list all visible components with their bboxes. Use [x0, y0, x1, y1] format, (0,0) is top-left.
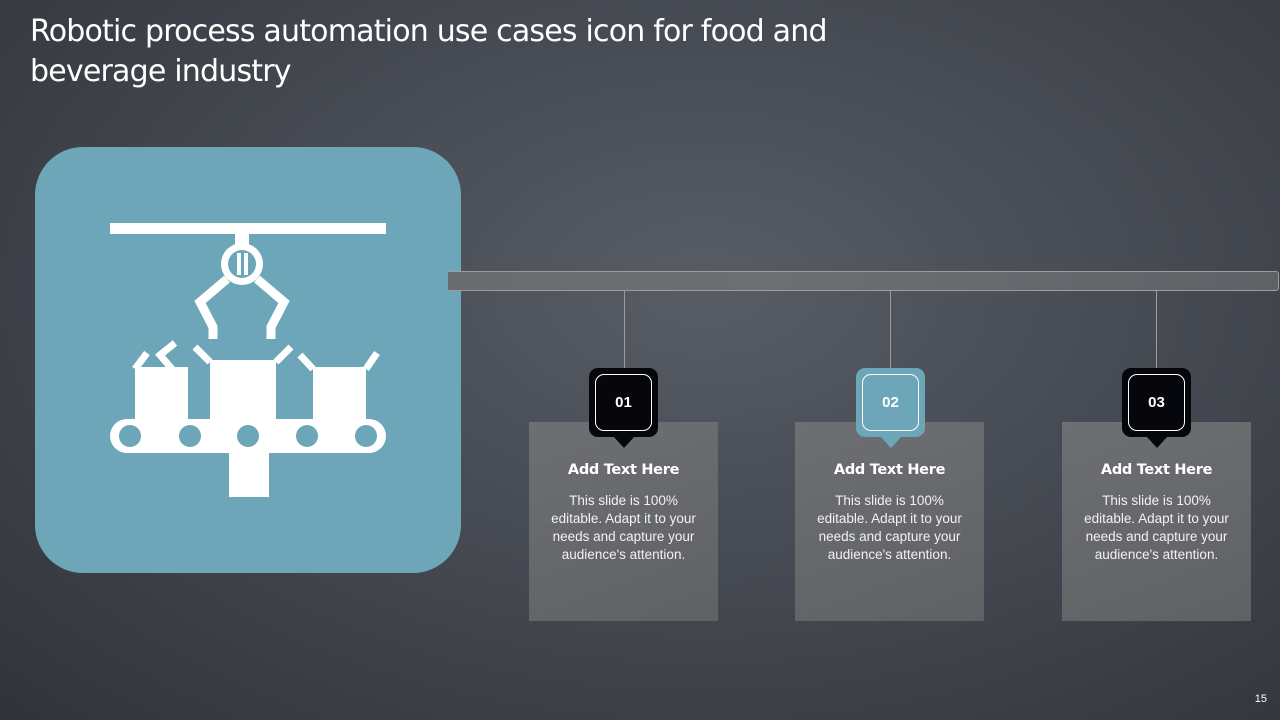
badge-pointer — [612, 436, 635, 448]
step-badge-1: 01 — [589, 368, 658, 448]
step-card-1: Add Text Here This slide is 100% editabl… — [529, 422, 718, 621]
page-number: 15 — [1254, 693, 1267, 705]
badge-pointer — [1145, 436, 1168, 448]
step-badge-3: 03 — [1122, 368, 1191, 448]
icon-panel — [35, 147, 461, 573]
timeline-rail — [448, 271, 1279, 291]
step-number: 01 — [595, 374, 652, 431]
step-description: This slide is 100% editable. Adapt it to… — [817, 493, 962, 562]
step-card-2: Add Text Here This slide is 100% editabl… — [795, 422, 984, 621]
step-heading: Add Text Here — [1100, 462, 1213, 478]
slide-title: Robotic process automation use cases ico… — [30, 14, 828, 89]
connector-line — [624, 291, 625, 369]
connector-line — [890, 291, 891, 369]
step-number: 03 — [1128, 374, 1185, 431]
badge-pointer — [879, 436, 902, 448]
step-heading: Add Text Here — [833, 462, 946, 478]
connector-line — [1156, 291, 1157, 369]
robotic-arm-conveyor-icon — [110, 223, 386, 497]
step-heading: Add Text Here — [567, 462, 680, 478]
step-number: 02 — [862, 374, 919, 431]
step-badge-2: 02 — [856, 368, 925, 448]
step-card-3: Add Text Here This slide is 100% editabl… — [1062, 422, 1251, 621]
step-description: This slide is 100% editable. Adapt it to… — [551, 493, 696, 562]
step-description: This slide is 100% editable. Adapt it to… — [1084, 493, 1229, 562]
